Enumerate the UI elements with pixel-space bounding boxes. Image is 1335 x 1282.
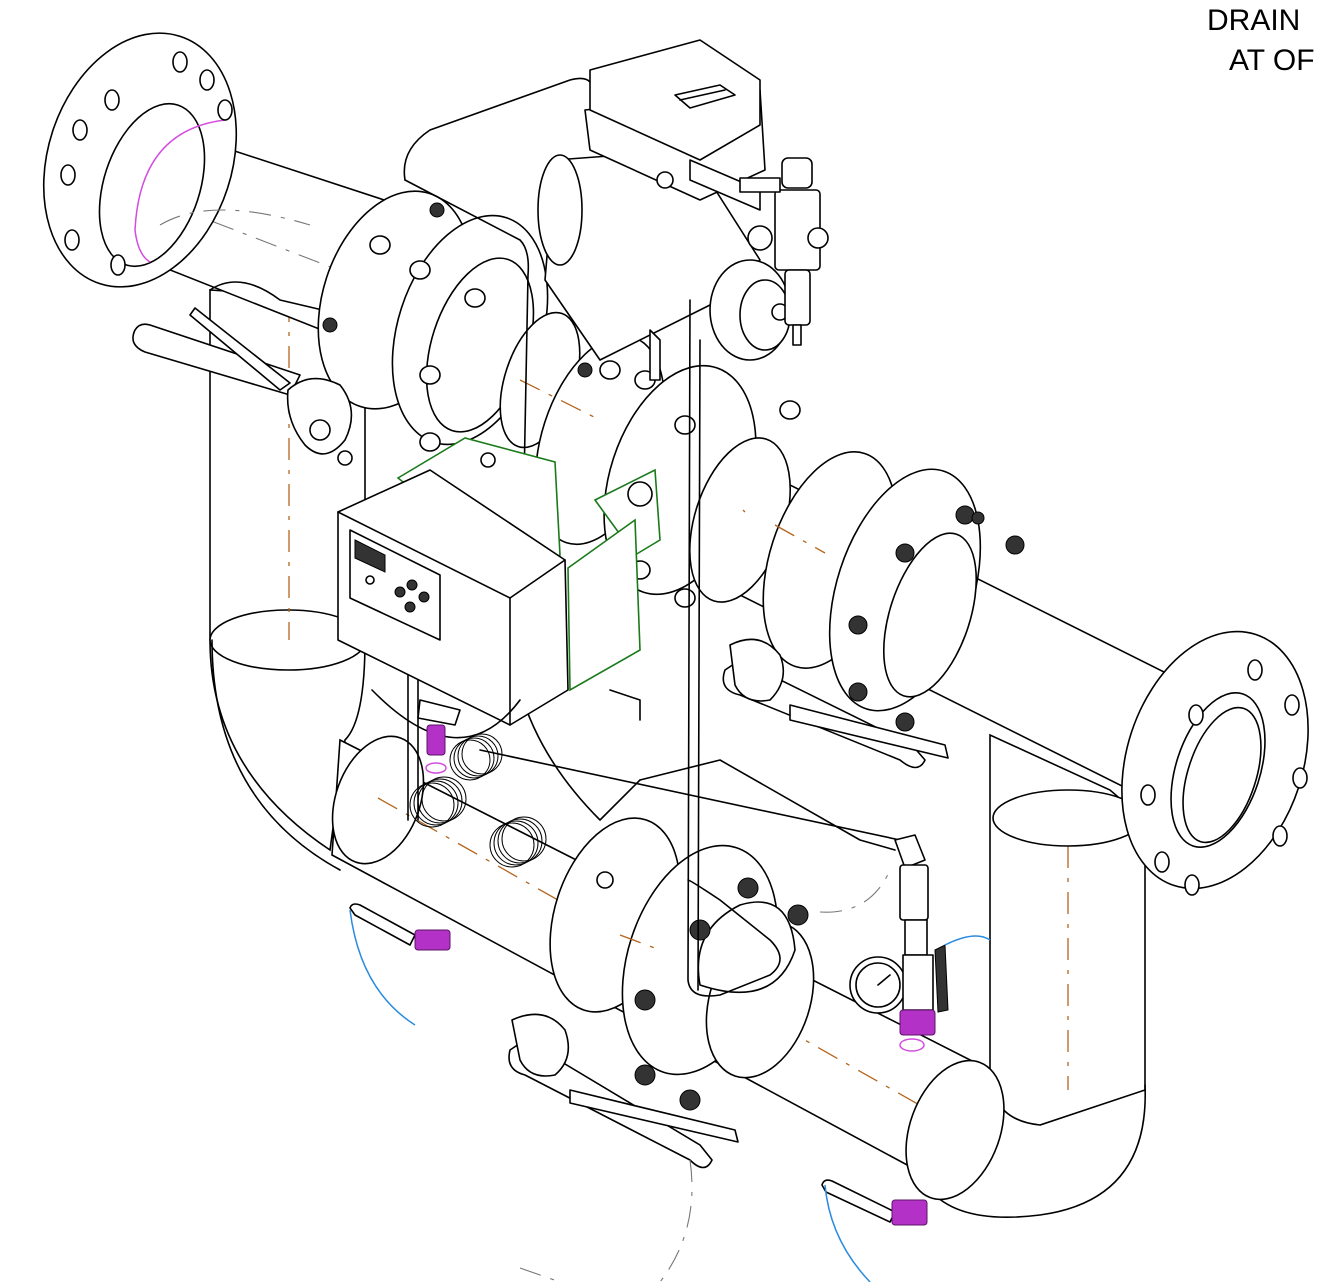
outlet-flange bbox=[1121, 630, 1309, 896]
lower-valve-flange-set bbox=[549, 817, 815, 1111]
pressure-gauge bbox=[849, 944, 949, 1014]
inlet-flange bbox=[42, 32, 238, 288]
flange-bolt-holes bbox=[60, 51, 233, 276]
controller-enclosure bbox=[337, 469, 569, 739]
coil-1 bbox=[409, 776, 467, 828]
upper-left-lever-handle bbox=[132, 307, 353, 466]
lower-lever-handle bbox=[508, 1013, 739, 1169]
drain-note-line-2: AT OF bbox=[1229, 44, 1315, 77]
coil-3 bbox=[489, 816, 547, 868]
drain-valve-upper bbox=[417, 699, 461, 774]
pressure-transmitter bbox=[894, 834, 929, 956]
lower-flange-nuts bbox=[596, 871, 809, 1111]
phantom-lines bbox=[159, 209, 891, 1282]
drain-valve-right bbox=[899, 935, 991, 1052]
right-lever-handle bbox=[722, 638, 949, 769]
instrument-tubing bbox=[403, 77, 901, 997]
controller-display bbox=[354, 539, 386, 573]
drain-valve-bottom bbox=[821, 1179, 928, 1282]
right-flange-nuts bbox=[848, 505, 1025, 732]
controller-keypad bbox=[365, 575, 430, 613]
coiled-tubes bbox=[409, 733, 547, 868]
right-valve-flange-set bbox=[762, 451, 1025, 732]
outlet-flange-bolt-holes bbox=[1140, 659, 1308, 896]
filter-regulator bbox=[739, 157, 829, 346]
pneumatic-actuator bbox=[537, 39, 791, 381]
drain-valve-left bbox=[349, 903, 451, 1026]
coil-2 bbox=[449, 733, 503, 781]
drain-note-line-1: DRAIN bbox=[1207, 4, 1301, 37]
